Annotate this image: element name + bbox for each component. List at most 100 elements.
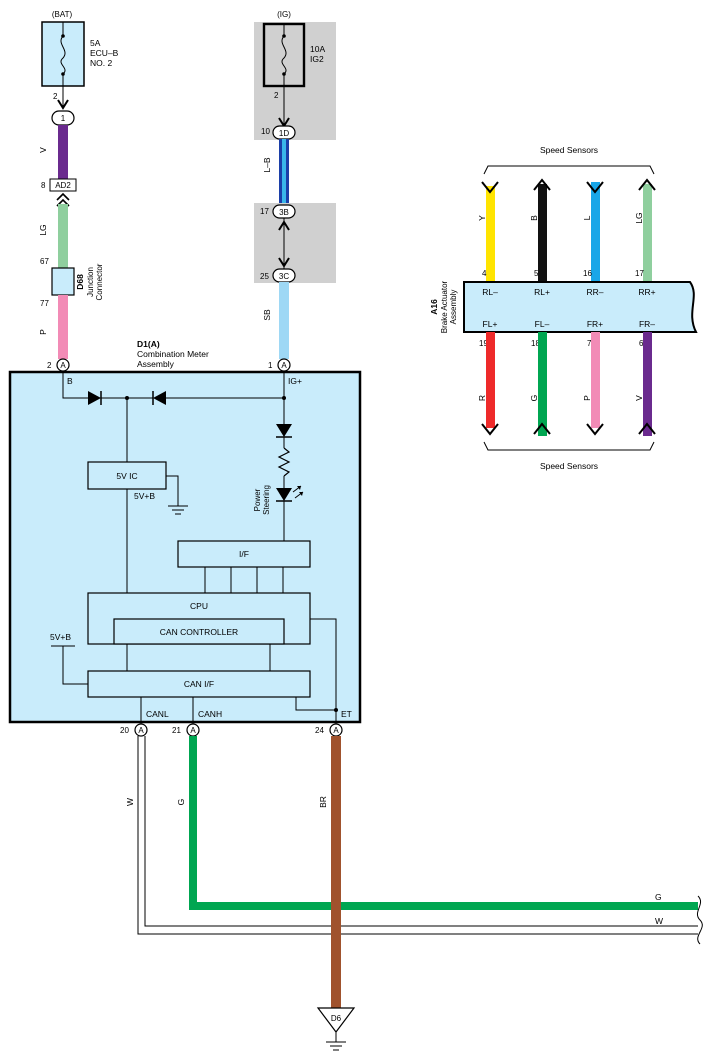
- meter-pin-b-label: B: [67, 376, 73, 386]
- bottom-pin-0: 19: [479, 339, 488, 348]
- can-controller-box: [113, 618, 285, 645]
- bottom-term-2: FR+: [587, 319, 603, 329]
- top-pin-3: 17: [635, 269, 644, 278]
- connector-3b-label: 3B: [279, 208, 289, 217]
- wire-v-label: V: [38, 147, 48, 153]
- can-vb-label: 5V+B: [50, 632, 71, 642]
- pin-ad2: 8: [41, 181, 46, 190]
- resistor-icon: [277, 447, 291, 477]
- ig-shade-mid: [254, 203, 336, 283]
- bottom-connector-a-et-label: A: [333, 726, 339, 735]
- speed-sensors-top-label: Speed Sensors: [540, 145, 598, 155]
- wire-g-canh: [189, 736, 698, 910]
- meter-name2: Assembly: [137, 359, 175, 369]
- ig-fuse-rating: 10A: [310, 44, 325, 54]
- wire-w-label: W: [125, 798, 135, 806]
- canl-label: CANL: [146, 709, 169, 719]
- bottom-wire-label-0: R: [477, 395, 487, 401]
- wire-p-label: P: [38, 329, 48, 335]
- wire-l: [591, 182, 600, 282]
- wire-p-sensor-arrow-icon: [586, 423, 604, 436]
- wire-br: [331, 736, 341, 1008]
- bottom-term-1: FL–: [535, 319, 550, 329]
- wire-w-inner: [144, 736, 698, 927]
- connector-1d-label: 1D: [279, 129, 289, 138]
- bat-fuse-rating: 5A: [90, 38, 101, 48]
- wire-g-sensor: [538, 332, 547, 436]
- junction-connector-d68: [51, 267, 75, 296]
- led-label-steering: Steering: [262, 485, 271, 515]
- bottom-pin-3: 6: [639, 339, 644, 348]
- ground-d6-triangle: [316, 1007, 356, 1033]
- meter-connector-a-b-label: A: [60, 361, 66, 370]
- if-label: I/F: [239, 549, 249, 559]
- bottom-connector-a-canl: [134, 723, 148, 737]
- wire-sb-label: SB: [262, 309, 272, 321]
- top-wire-label-1: B: [529, 215, 539, 221]
- wire-v-sensor-arrow-icon: [638, 422, 656, 435]
- can-if-box: [87, 670, 311, 698]
- meter-pin-ig-label: IG+: [288, 376, 302, 386]
- wire-lb-label: L–B: [262, 157, 272, 172]
- junction-id: D68: [75, 274, 85, 290]
- actuator-name1: Brake Actuator: [440, 280, 449, 333]
- bottom-wire-label-1: G: [529, 395, 539, 402]
- bottom-connector-a-canh-label: A: [190, 726, 196, 735]
- actuator-name2: Assembly: [449, 290, 458, 325]
- ground-icon: [326, 1032, 346, 1051]
- pin-24: 24: [315, 726, 324, 735]
- top-wire-label-2: L: [582, 215, 592, 220]
- wire-b-arrow-icon: [533, 178, 551, 191]
- bat-fuse-name2: NO. 2: [90, 58, 112, 68]
- ig-source-label: (IG): [277, 10, 291, 19]
- wire-b: [538, 184, 547, 282]
- top-pin-2: 16: [583, 269, 592, 278]
- ig-fuse-name: IG2: [310, 54, 324, 64]
- connector-ad2-label: AD2: [55, 181, 71, 190]
- diode-2-icon: [152, 391, 166, 405]
- wire-y-arrow-icon: [481, 181, 499, 194]
- wire-g-sensor-arrow-icon: [533, 422, 551, 435]
- meter-id: D1(A): [137, 339, 160, 349]
- junction-name2: Connector: [95, 263, 104, 300]
- wire-r-arrow-icon: [481, 423, 499, 436]
- wire-lg-sensor-arrow-icon: [638, 178, 656, 191]
- ig-pin-top: 2: [274, 91, 279, 100]
- can-if-label: CAN I/F: [184, 679, 214, 689]
- top-pin-1: 5: [534, 269, 539, 278]
- wire-r: [486, 332, 495, 428]
- ic-5v-label: 5V IC: [116, 471, 137, 481]
- if-box: [177, 540, 311, 568]
- wire-w-outer: [137, 736, 698, 935]
- pin-67: 67: [40, 257, 49, 266]
- cpu-label: CPU: [190, 601, 208, 611]
- wire-lg-sensor: [643, 184, 652, 282]
- meter-connector-a-ig-label: A: [281, 361, 287, 370]
- connector-3c-label: 3C: [279, 272, 289, 281]
- bottom-wire-label-3: V: [634, 395, 644, 401]
- bottom-term-0: FL+: [483, 319, 498, 329]
- ic-5v-out-label: 5V+B: [134, 491, 155, 501]
- bottom-term-3: FR–: [639, 319, 655, 329]
- top-term-3: RR+: [638, 287, 655, 297]
- pin-2-meter: 2: [47, 361, 52, 370]
- connector-ad2: [49, 178, 77, 192]
- top-pin-0: 4: [482, 269, 487, 278]
- ig-fuse-icon: [281, 24, 287, 86]
- wire-g-label: G: [176, 799, 186, 806]
- pin-25: 25: [260, 272, 269, 281]
- top-wire-label-3: LG: [634, 212, 644, 223]
- actuator-id: A16: [429, 299, 439, 315]
- pin-20: 20: [120, 726, 129, 735]
- ig-arrow-up-icon: [278, 220, 290, 231]
- brake-actuator-box: [463, 281, 698, 333]
- bat-connector-1-label: 1: [61, 114, 66, 123]
- pin-77: 77: [40, 299, 49, 308]
- et-junction-dot: [334, 708, 338, 712]
- bat-fuse-icon: [60, 22, 66, 86]
- bat-fuse-name1: ECU–B: [90, 48, 119, 58]
- top-term-2: RR–: [586, 287, 603, 297]
- speed-sensors-bottom-brace: [483, 441, 655, 451]
- junction-name1: Junction: [86, 267, 95, 297]
